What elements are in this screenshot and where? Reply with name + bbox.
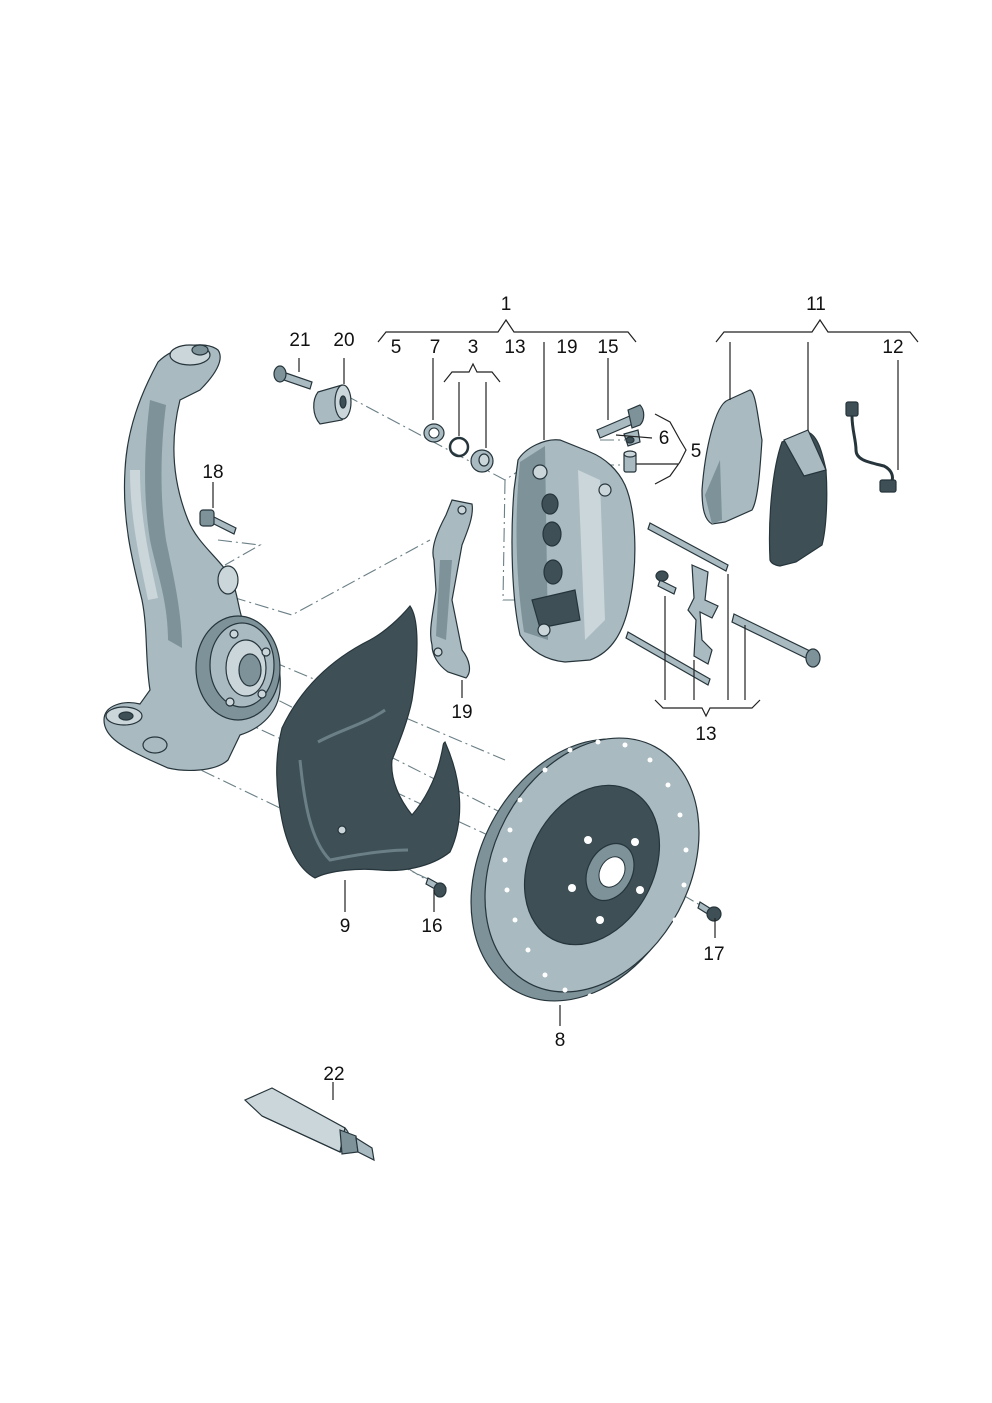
label-5-right: 5 [691,441,702,462]
label-6: 6 [659,428,670,449]
label-21: 21 [289,330,310,351]
label-16: 16 [421,916,442,937]
pad-pin-upper [647,522,729,572]
bracket-group-1 [377,318,637,343]
pad-pin-bolt [731,613,821,668]
bolt-21 [273,365,313,390]
bolt-18 [199,509,237,535]
pad-spring [687,564,719,665]
label-1: 1 [501,294,512,315]
bracket-group-13 [654,699,761,718]
wear-sensor-12 [845,401,897,493]
ring-3a [448,436,470,458]
bracket-group-3 [443,362,501,383]
bolt-15 [596,404,645,439]
part-labels: 1 5 7 3 13 19 15 21 20 11 12 6 5 18 19 1… [202,294,903,1085]
screw-small [655,570,677,595]
brake-pad-front [701,389,763,525]
label-3: 3 [468,337,479,358]
label-7: 7 [430,337,441,358]
bracket-group-5 [654,413,687,485]
label-12: 12 [882,337,903,358]
ring-3b [470,449,494,473]
label-20: 20 [333,330,354,351]
label-5-top: 5 [391,337,402,358]
label-19-bottom: 19 [451,702,472,723]
fitting-5 [623,450,637,473]
label-17: 17 [703,944,724,965]
adapter-bracket-19 [430,499,473,679]
label-9: 9 [340,916,351,937]
bolt-17 [697,901,722,922]
label-13-bottom: 13 [695,724,716,745]
leader-lines [212,342,899,1100]
label-11: 11 [806,294,826,315]
label-19-top: 19 [556,337,577,358]
label-15: 15 [597,337,618,358]
brake-pad-rear [768,429,828,567]
pad-pin-lower [625,631,711,686]
steering-knuckle [103,344,281,771]
dust-shield-9 [276,605,461,879]
bushing-20 [313,384,352,425]
bracket-group-11 [715,318,919,343]
bolt-16 [425,877,447,898]
label-18: 18 [202,462,223,483]
label-8: 8 [555,1030,566,1051]
label-22: 22 [323,1064,344,1085]
grease-tube-22 [243,1087,375,1162]
bleeder-valve-6 [623,429,641,447]
brake-caliper [511,439,636,663]
label-13-top: 13 [504,337,525,358]
brake-disc-8 [470,737,700,1002]
seal-ring-7 [423,423,445,443]
